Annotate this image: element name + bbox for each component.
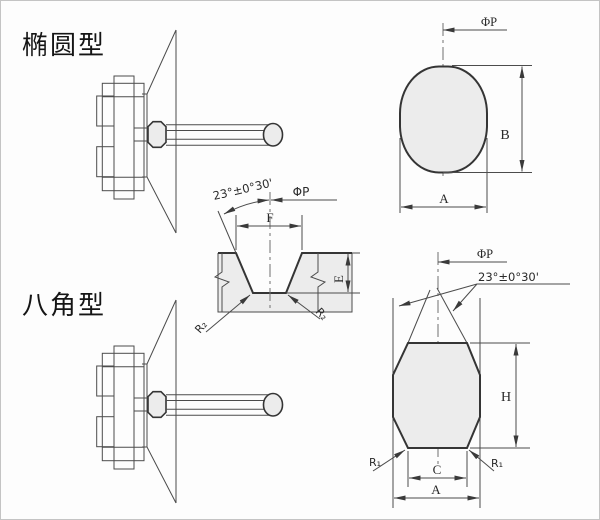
octagon-gasket-diagram: ΦP 23°±0°30' H R₁ R₁ C A <box>369 247 570 508</box>
dim-h-label: H <box>501 390 511 405</box>
r2-label-left: R₂ <box>192 318 210 336</box>
groove-angle-label: 23°±0°30' <box>212 176 274 203</box>
dim-c-label: C <box>433 462 442 477</box>
r2-leader-right <box>287 294 321 320</box>
dim-e-label: E <box>331 275 346 283</box>
r2-leader-left <box>205 294 251 333</box>
oval-gasket-shape <box>399 65 488 174</box>
dim-b-label: B <box>500 128 509 143</box>
r1-leader-left <box>372 449 406 472</box>
dim-a-label: A <box>439 191 449 206</box>
break-line-left <box>213 253 231 312</box>
r1-label-right: R₁ <box>491 457 503 470</box>
octagon-dim-a-label: A <box>431 482 441 497</box>
octagonal-type-label: 八角型 <box>22 291 106 321</box>
octagon-angle-label: 23°±0°30' <box>478 270 539 284</box>
r1-label-left: R₁ <box>369 456 381 469</box>
break-line-right <box>309 253 327 312</box>
octagon-phi-p-label: ΦP <box>477 247 493 261</box>
oval-gasket-diagram: ΦP B A <box>399 15 532 213</box>
groove-phi-p-label: ΦP <box>293 185 310 199</box>
phi-p-label: ΦP <box>481 15 497 29</box>
oval-type-label: 椭圆型 <box>22 31 106 61</box>
dim-f-label: F <box>266 210 273 225</box>
r1-leader-right <box>468 449 495 472</box>
angle-leader-right <box>452 283 478 312</box>
angle-arc <box>223 198 270 215</box>
flange-assembly-octagonal <box>95 299 284 504</box>
angle-leader-left <box>398 283 478 307</box>
groove-section-diagram: 23°±0°30' ΦP F E R₂ R₂ <box>192 176 360 336</box>
octagon-gasket-shape <box>392 342 481 449</box>
